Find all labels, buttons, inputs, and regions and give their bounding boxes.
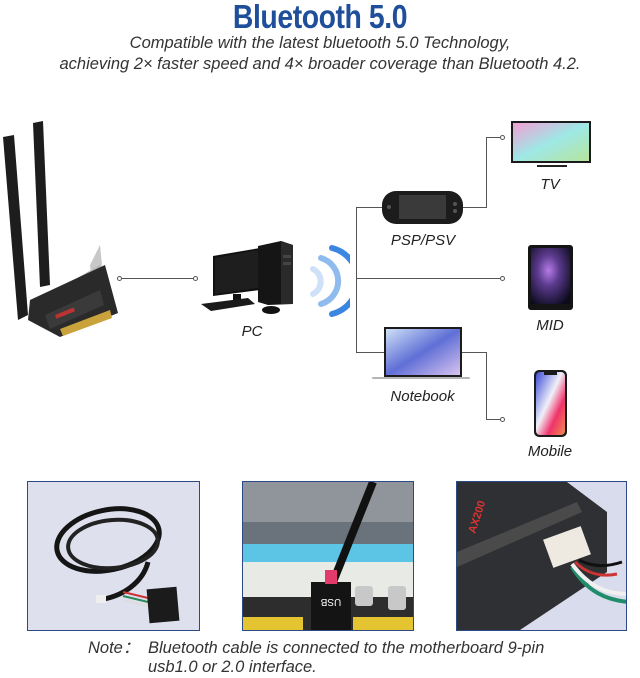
motherboard-header-icon: USB (243, 482, 413, 630)
mobile-icon (534, 370, 567, 437)
note-text-1: Bluetooth cable is connected to the moth… (148, 639, 545, 657)
branch-line-mobile (486, 419, 501, 421)
psp-label: PSP/PSV (390, 232, 456, 249)
subtitle-line-1: Compatible with the latest bluetooth 5.0… (129, 34, 511, 52)
branch-line-tv (463, 207, 487, 209)
psp-icon (382, 191, 463, 224)
card-photo: AX200 (456, 481, 627, 631)
branch-line-notebook (356, 352, 384, 354)
note-prefix: Note： (88, 639, 140, 657)
branch-line-psp (356, 207, 382, 209)
motherboard-photo: USB (242, 481, 414, 631)
usb-header-text: USB (320, 596, 341, 607)
note-line-2: usb1.0 or 2.0 interface. (148, 658, 317, 676)
connector-dot (500, 417, 505, 422)
trunk-line (356, 207, 358, 353)
note-line-1: Note： Bluetooth cable is connected to the… (88, 639, 544, 658)
pc-label: PC (241, 323, 263, 340)
bluetooth-signal-icon (310, 245, 350, 317)
usb-cable-icon (54, 506, 180, 624)
card-connector-icon: AX200 (457, 482, 626, 630)
tv-label: TV (540, 176, 560, 193)
mobile-label: Mobile (527, 443, 573, 460)
wifi-card-image (3, 121, 118, 337)
tablet-icon (528, 245, 573, 310)
branch-line-mobile (486, 352, 488, 420)
connector-dot (193, 276, 198, 281)
connector-dot (117, 276, 122, 281)
branch-line-mobile (462, 352, 487, 354)
notebook-label: Notebook (390, 388, 455, 405)
branch-line-tv (486, 137, 488, 208)
tv-icon (511, 121, 591, 167)
note: Note： Bluetooth cable is connected to the… (88, 639, 544, 677)
branch-line-tv (486, 137, 501, 139)
branch-line-mid (356, 278, 501, 280)
subtitle-line-2: achieving 2× faster speed and 4× broader… (59, 55, 581, 73)
subtitle: Compatible with the latest bluetooth 5.0… (0, 33, 640, 75)
pc-icon (201, 241, 293, 314)
connector-line (122, 278, 193, 280)
mid-label: MID (536, 317, 564, 334)
cable-photo (27, 481, 200, 631)
notebook-icon (372, 327, 470, 379)
page-title: Bluetooth 5.0 (232, 0, 408, 35)
connector-dot (500, 276, 505, 281)
connector-dot (500, 135, 505, 140)
